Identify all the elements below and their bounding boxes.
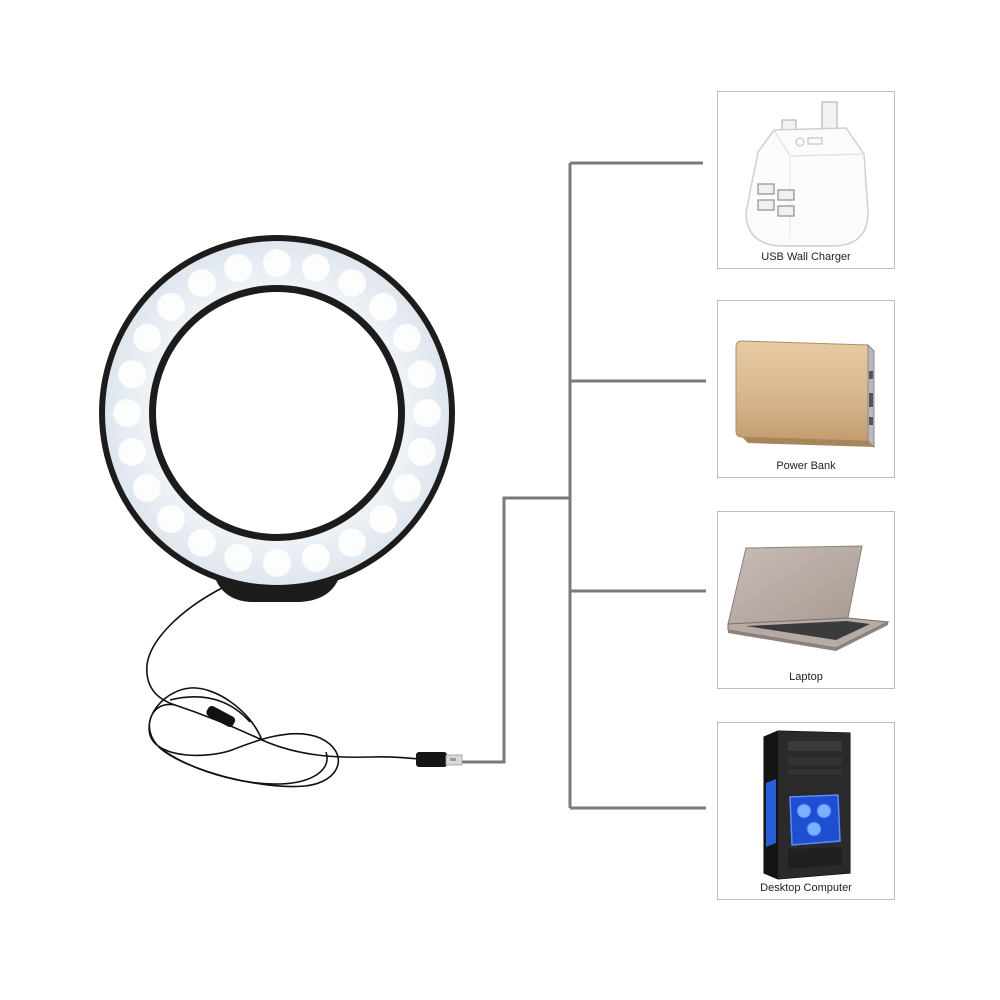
led-dot bbox=[118, 437, 147, 466]
led-dot bbox=[224, 254, 253, 283]
laptop-icon bbox=[727, 545, 890, 651]
device-card-desktop-computer: Desktop Computer bbox=[717, 722, 895, 900]
led-dot bbox=[369, 505, 398, 534]
led-dot bbox=[263, 249, 291, 277]
connector-lines bbox=[462, 161, 706, 810]
led-dot bbox=[133, 324, 162, 352]
led-dot bbox=[263, 549, 291, 577]
led-dot bbox=[188, 269, 216, 298]
led-dot bbox=[156, 505, 185, 534]
led-dot bbox=[407, 360, 436, 389]
ring-light bbox=[99, 235, 455, 602]
usb-cable bbox=[146, 587, 421, 788]
inline-power-switch bbox=[206, 705, 236, 727]
power-bank-icon bbox=[735, 340, 875, 449]
device-card-usb-wall-charger: USB Wall Charger bbox=[717, 91, 895, 269]
led-dot bbox=[338, 269, 366, 298]
led-dot bbox=[301, 254, 330, 283]
device-label-power-bank: Power Bank bbox=[776, 460, 836, 472]
connector-trunk bbox=[462, 496, 570, 764]
ring-light-center-opening bbox=[156, 292, 398, 534]
led-dot bbox=[301, 543, 330, 572]
usb-plug bbox=[416, 752, 463, 767]
led-dot bbox=[156, 292, 185, 321]
device-card-laptop: Laptop bbox=[717, 511, 895, 689]
device-card-power-bank: Power Bank bbox=[717, 300, 895, 478]
led-dot bbox=[224, 543, 253, 572]
led-dot bbox=[118, 360, 147, 389]
led-dot bbox=[407, 437, 436, 466]
led-dot bbox=[369, 292, 398, 321]
desktop-computer-icon bbox=[763, 730, 851, 880]
led-dot bbox=[113, 399, 141, 427]
ring-light-led-dots bbox=[113, 249, 441, 577]
led-dot bbox=[392, 324, 421, 352]
led-dot bbox=[188, 528, 216, 557]
led-dot bbox=[413, 399, 441, 427]
led-dot bbox=[133, 474, 162, 502]
device-label-desktop-computer: Desktop Computer bbox=[760, 882, 852, 894]
usb-wall-charger-icon bbox=[745, 101, 869, 247]
device-label-laptop: Laptop bbox=[789, 671, 823, 683]
led-dot bbox=[392, 474, 421, 502]
device-label-usb-wall-charger: USB Wall Charger bbox=[761, 251, 851, 263]
led-dot bbox=[338, 528, 366, 557]
